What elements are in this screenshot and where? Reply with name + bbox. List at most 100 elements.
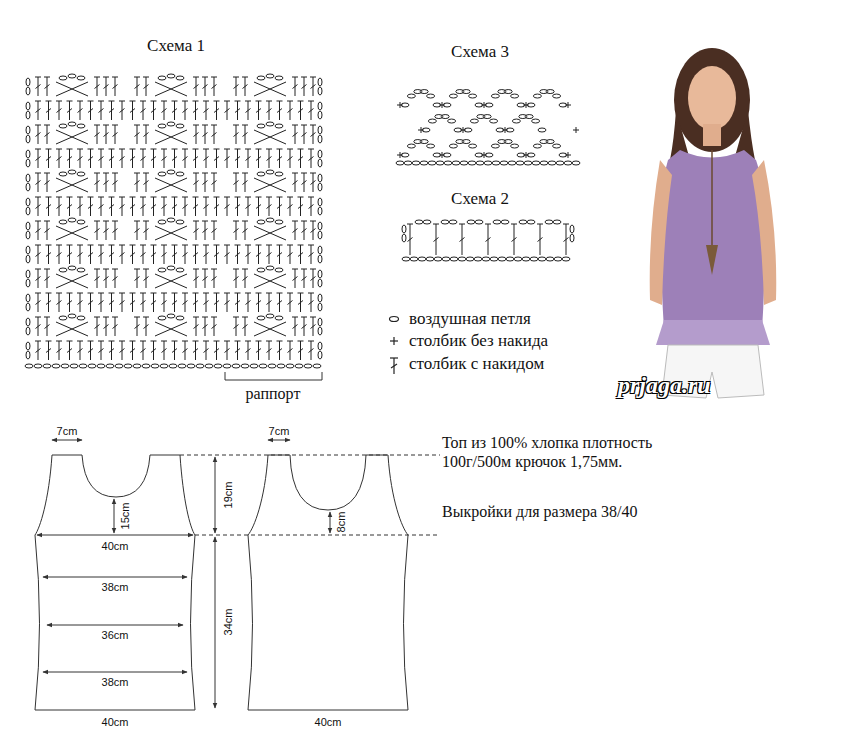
stitch-mark (94, 317, 100, 318)
stitch-mark (302, 133, 307, 137)
stitch-mark (524, 161, 532, 165)
stitch-mark (298, 293, 304, 294)
stitch-mark (256, 157, 261, 161)
stitch-mark (44, 125, 50, 126)
stitch-mark (256, 293, 262, 294)
stitch-mark (401, 103, 409, 107)
stitch-mark (140, 245, 146, 246)
stitch-mark (130, 293, 136, 294)
stitch-mark (193, 349, 198, 353)
stitch-mark (436, 161, 444, 165)
stitch-mark (140, 293, 146, 294)
stitch-mark (99, 349, 104, 353)
stitch-mark (308, 197, 314, 198)
stitch-mark (526, 102, 527, 108)
stitch-mark (525, 115, 533, 119)
stitch-mark (155, 322, 187, 336)
stitch-mark (44, 269, 50, 270)
stitch-mark (545, 220, 553, 224)
stitch-mark (182, 293, 188, 294)
stitch-mark (26, 294, 30, 302)
stitch-mark (449, 144, 457, 148)
stitch-mark (67, 197, 73, 198)
stitch-mark (564, 238, 569, 242)
stitch-mark (193, 245, 199, 246)
stitch-mark (193, 173, 199, 174)
stitch-mark (194, 133, 199, 137)
stitch-mark (35, 77, 41, 78)
stitch-mark (88, 349, 93, 353)
stitch-mark (78, 157, 83, 161)
stitch-mark (36, 157, 41, 161)
stitch-mark (428, 119, 436, 123)
stitch-mark (462, 140, 470, 144)
stitch-mark (464, 128, 472, 132)
stitch-mark (318, 78, 322, 86)
stitch-mark (193, 317, 199, 318)
stitch-mark (235, 149, 241, 150)
stitch-mark (68, 218, 76, 222)
stitch-mark (77, 124, 85, 128)
stitch-mark (183, 157, 188, 161)
stitch-mark (98, 197, 104, 198)
dimension-label: 19cm (222, 482, 234, 509)
stitch-mark (151, 341, 157, 342)
stitch-mark (301, 125, 307, 126)
stitch-mark (245, 245, 251, 246)
stitch-mark (88, 293, 94, 294)
stitch-mark (267, 301, 272, 305)
stitch-mark (46, 245, 52, 246)
stitch-mark (161, 101, 167, 102)
stitch-mark (151, 109, 156, 113)
stitch-mark (467, 220, 475, 224)
stitch-mark (256, 109, 261, 113)
stitch-mark (491, 94, 499, 98)
stitch-mark (109, 245, 115, 246)
stitch-mark (310, 173, 316, 174)
stitch-mark (242, 317, 248, 318)
stitch-mark (484, 102, 485, 108)
stitch-mark (193, 109, 198, 113)
stitch-mark (533, 94, 541, 98)
stitch-mark (35, 293, 41, 294)
stitch-mark (140, 197, 146, 198)
stitch-mark (56, 82, 88, 96)
stitch-mark (68, 170, 76, 174)
stitch-mark (266, 266, 274, 270)
stitch-mark (410, 257, 418, 261)
stitch-mark (532, 161, 540, 165)
stitch-mark (287, 149, 293, 150)
stitch-mark (556, 161, 564, 165)
stitch-mark (277, 341, 283, 342)
stitch-mark (225, 157, 230, 161)
stitch-mark (224, 245, 230, 246)
stitch-mark (36, 85, 41, 89)
stitch-mark (214, 349, 219, 353)
stitch-mark (194, 325, 199, 329)
stitch-mark (182, 149, 188, 150)
stitch-mark (268, 364, 276, 368)
stitch-mark (130, 205, 135, 209)
stitch-mark (98, 101, 104, 102)
stitch-mark (88, 253, 93, 257)
stitch-mark (275, 268, 283, 272)
stitch-mark (56, 341, 62, 342)
stitch-mark (104, 325, 109, 329)
dimension-label: 34cm (222, 609, 234, 636)
stitch-mark (140, 101, 146, 102)
stitch-mark (144, 181, 149, 185)
stitch-mark (133, 364, 141, 368)
dimension-label: 7cm (269, 425, 290, 437)
stitch-mark (26, 150, 30, 158)
stitch-mark (95, 181, 100, 185)
stitch-mark (246, 157, 251, 161)
stitch-mark (172, 157, 177, 161)
stitch-mark (67, 245, 73, 246)
stitch-mark (245, 149, 251, 150)
stitch-mark (56, 197, 62, 198)
stitch-mark (235, 349, 240, 353)
stitch-mark (202, 77, 208, 78)
stitch-mark (67, 157, 72, 161)
stitch-mark (311, 181, 316, 185)
stitch-mark (202, 269, 208, 270)
